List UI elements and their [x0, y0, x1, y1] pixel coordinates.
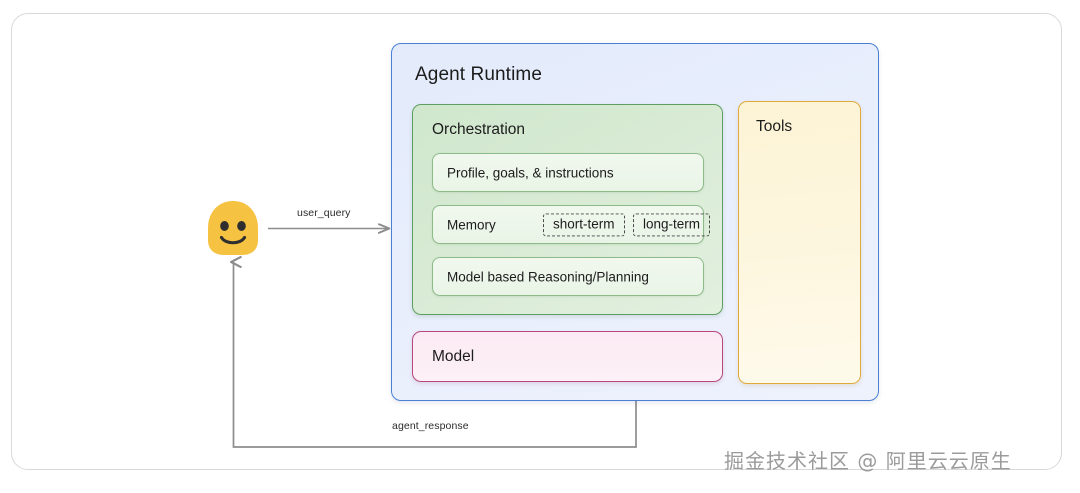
- orchestration-row-reasoning: Model based Reasoning/Planning: [432, 257, 704, 296]
- orchestration-row-label: Model based Reasoning/Planning: [447, 269, 649, 284]
- agent-runtime-title: Agent Runtime: [415, 64, 542, 85]
- agent-runtime-container: Agent Runtime Orchestration Profile, goa…: [391, 43, 879, 401]
- memory-badge-long-term: long-term: [633, 212, 711, 237]
- user-smiley-icon: [208, 201, 258, 255]
- watermark-text: 掘金技术社区 @ 阿里云云原生: [724, 449, 1012, 473]
- model-title: Model: [432, 347, 475, 365]
- arrow-label-agent-response: agent_response: [392, 420, 469, 432]
- memory-badge-short-term: short-term: [543, 212, 625, 237]
- orchestration-container: Orchestration Profile, goals, & instruct…: [412, 104, 723, 315]
- model-container: Model: [412, 331, 723, 382]
- orchestration-title: Orchestration: [432, 121, 526, 138]
- tools-title: Tools: [756, 118, 793, 135]
- arrow-label-user-query: user_query: [297, 207, 351, 219]
- orchestration-row-label: Profile, goals, & instructions: [447, 165, 614, 180]
- orchestration-row-memory: Memory short-term long-term: [432, 205, 711, 244]
- tools-container: Tools: [738, 101, 861, 384]
- orchestration-row-profile: Profile, goals, & instructions: [432, 153, 704, 192]
- orchestration-row-label: Memory: [447, 217, 496, 232]
